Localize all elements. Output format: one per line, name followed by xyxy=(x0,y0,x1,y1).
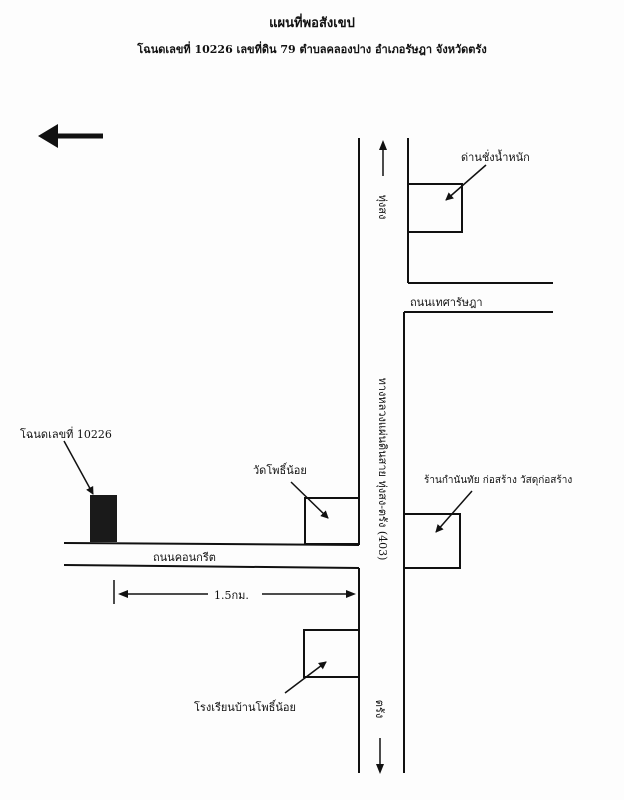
wat-box xyxy=(304,497,360,545)
scale-station-label: ด่านชั่งน้ำหนัก xyxy=(461,151,530,164)
deed-pointer xyxy=(63,440,94,495)
deed-label: โฉนดเลขที่ 10226 xyxy=(20,428,112,441)
thungsong-label: ทุ่งสง xyxy=(376,194,389,220)
scale-station-box xyxy=(407,183,463,233)
map-subtitle: โฉนดเลขที่ 10226 เลขที่ดิน 79 ตำบลคลองปา… xyxy=(137,43,487,56)
wat-pointer xyxy=(290,481,329,519)
concrete-road-label: ถนนคอนกรีต xyxy=(153,551,216,564)
land-parcel xyxy=(90,495,117,542)
shop-box xyxy=(403,513,461,569)
distance-marker xyxy=(113,580,356,604)
trang-label: ตรัง xyxy=(373,699,386,719)
arrow-down-icon xyxy=(376,738,384,774)
scale-station-pointer xyxy=(445,164,487,201)
shop-label: ร้านกำนันทัย ก่อสร้าง วัสดุก่อสร้าง xyxy=(424,475,573,486)
wat-label: วัดโพธิ์น้อย xyxy=(253,464,307,477)
arrow-up-icon xyxy=(379,140,387,176)
tessa-road xyxy=(404,282,553,313)
left-arrow-icon xyxy=(38,124,103,148)
map-title: แผนที่พอสังเขป xyxy=(269,16,355,31)
tessa-road-label: ถนนเทศารัษฎา xyxy=(410,296,483,309)
shop-pointer xyxy=(435,490,473,533)
school-pointer xyxy=(284,661,327,694)
school-box xyxy=(303,629,360,678)
school-label: โรงเรียนบ้านโพธิ์น้อย xyxy=(194,701,296,714)
distance-label: 1.5กม. xyxy=(214,589,249,602)
highway-label: ทางหลวงแผ่นดินสาย ทุ่งสง-ตรัง (403) xyxy=(376,377,389,561)
